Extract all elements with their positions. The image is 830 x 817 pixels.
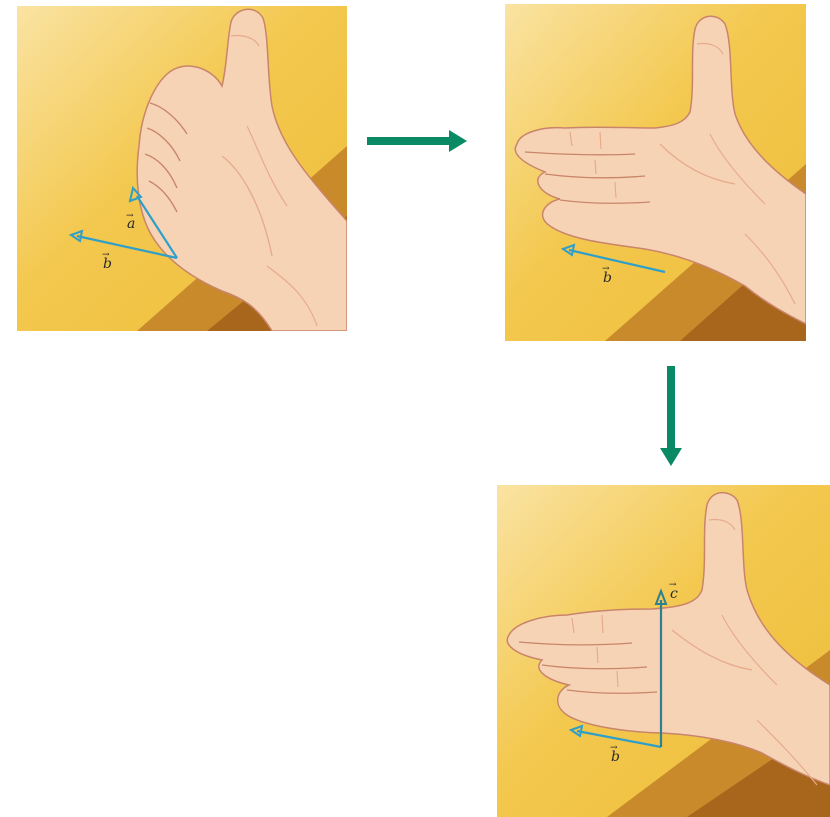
panel-2-illustration: b → <box>505 4 806 341</box>
panel-step-1: a → b → <box>17 6 347 331</box>
vector-c-arrow-mark: → <box>669 580 677 590</box>
panel-step-2: b → <box>505 4 806 341</box>
vector-b-arrow-mark: → <box>102 250 110 260</box>
vector-b-arrow-mark: → <box>602 264 610 274</box>
panel-3-illustration: b → c → <box>497 485 830 817</box>
flow-arrow-right <box>365 128 469 154</box>
vector-b-arrow-mark: → <box>610 743 618 753</box>
panel-step-3: b → c → <box>497 485 830 817</box>
flow-arrow-down <box>656 364 686 468</box>
arrow-down-icon <box>656 364 686 468</box>
vector-a-arrow-mark: → <box>126 211 134 221</box>
panel-1-illustration: a → b → <box>17 6 347 331</box>
arrow-right-icon <box>365 128 469 154</box>
